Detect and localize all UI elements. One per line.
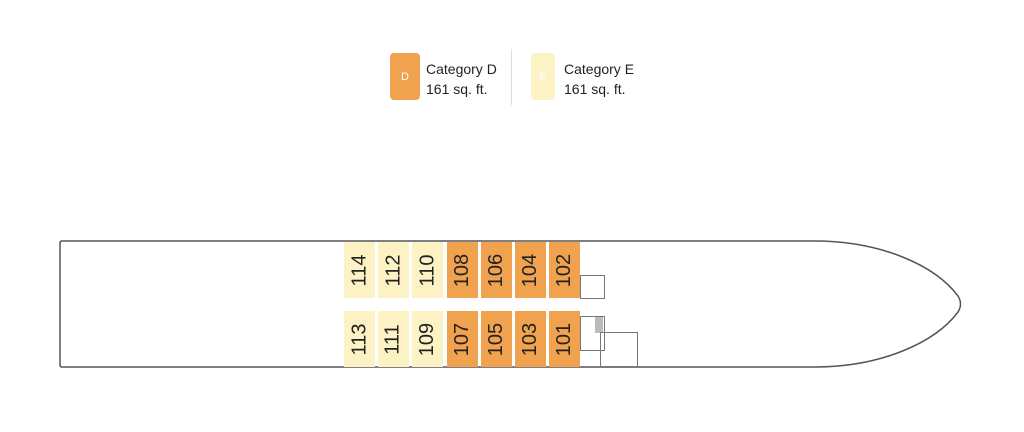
stair-well: [580, 316, 605, 351]
cabin-102[interactable]: 102: [549, 242, 580, 298]
cabin-number: 107: [451, 322, 473, 356]
cabin-number: 111: [382, 323, 404, 355]
legend-swatch-d: D: [390, 53, 420, 100]
legend-name-d: Category D: [426, 61, 497, 77]
cabin-number: 112: [382, 254, 405, 286]
legend-size-d: 161 sq. ft.: [426, 81, 488, 97]
cabin-number: 110: [416, 254, 439, 286]
utility-room-top: [580, 275, 605, 299]
cabin-number: 105: [485, 322, 507, 356]
cabin-103[interactable]: 103: [515, 311, 546, 367]
legend-swatch-e: E: [531, 53, 555, 100]
legend-size-e: 161 sq. ft.: [564, 81, 626, 97]
cabin-107[interactable]: 107: [447, 311, 478, 367]
cabin-114[interactable]: 114: [344, 242, 375, 298]
cabin-105[interactable]: 105: [481, 311, 512, 367]
cabin-108[interactable]: 108: [447, 242, 478, 298]
utility-room-bottom: [600, 332, 638, 367]
cabin-number: 101: [553, 322, 575, 356]
legend-item-e: Category E 161 sq. ft.: [564, 59, 634, 99]
cabin-number: 106: [485, 253, 507, 287]
cabin-113[interactable]: 113: [344, 311, 375, 367]
cabin-104[interactable]: 104: [515, 242, 546, 298]
cabin-number: 113: [348, 323, 371, 355]
legend-name-e: Category E: [564, 61, 635, 77]
cabin-110[interactable]: 110: [412, 242, 443, 298]
cabin-number: 108: [451, 253, 473, 287]
legend-code-d: D: [401, 70, 409, 83]
cabin-106[interactable]: 106: [481, 242, 512, 298]
legend-item-d: Category D 161 sq. ft.: [426, 59, 497, 99]
cabin-109[interactable]: 109: [412, 311, 443, 367]
stairs-icon: [595, 317, 603, 333]
cabin-number: 109: [416, 322, 438, 356]
cabin-number: 114: [348, 254, 371, 286]
cabin-112[interactable]: 112: [378, 242, 409, 298]
cabin-number: 104: [519, 253, 541, 287]
cabin-111[interactable]: 111: [378, 311, 409, 367]
legend-code-e: E: [539, 70, 547, 83]
cabin-number: 103: [519, 322, 541, 356]
legend-divider: [511, 49, 512, 105]
cabin-101[interactable]: 101: [549, 311, 580, 367]
cabin-number: 102: [553, 253, 575, 287]
